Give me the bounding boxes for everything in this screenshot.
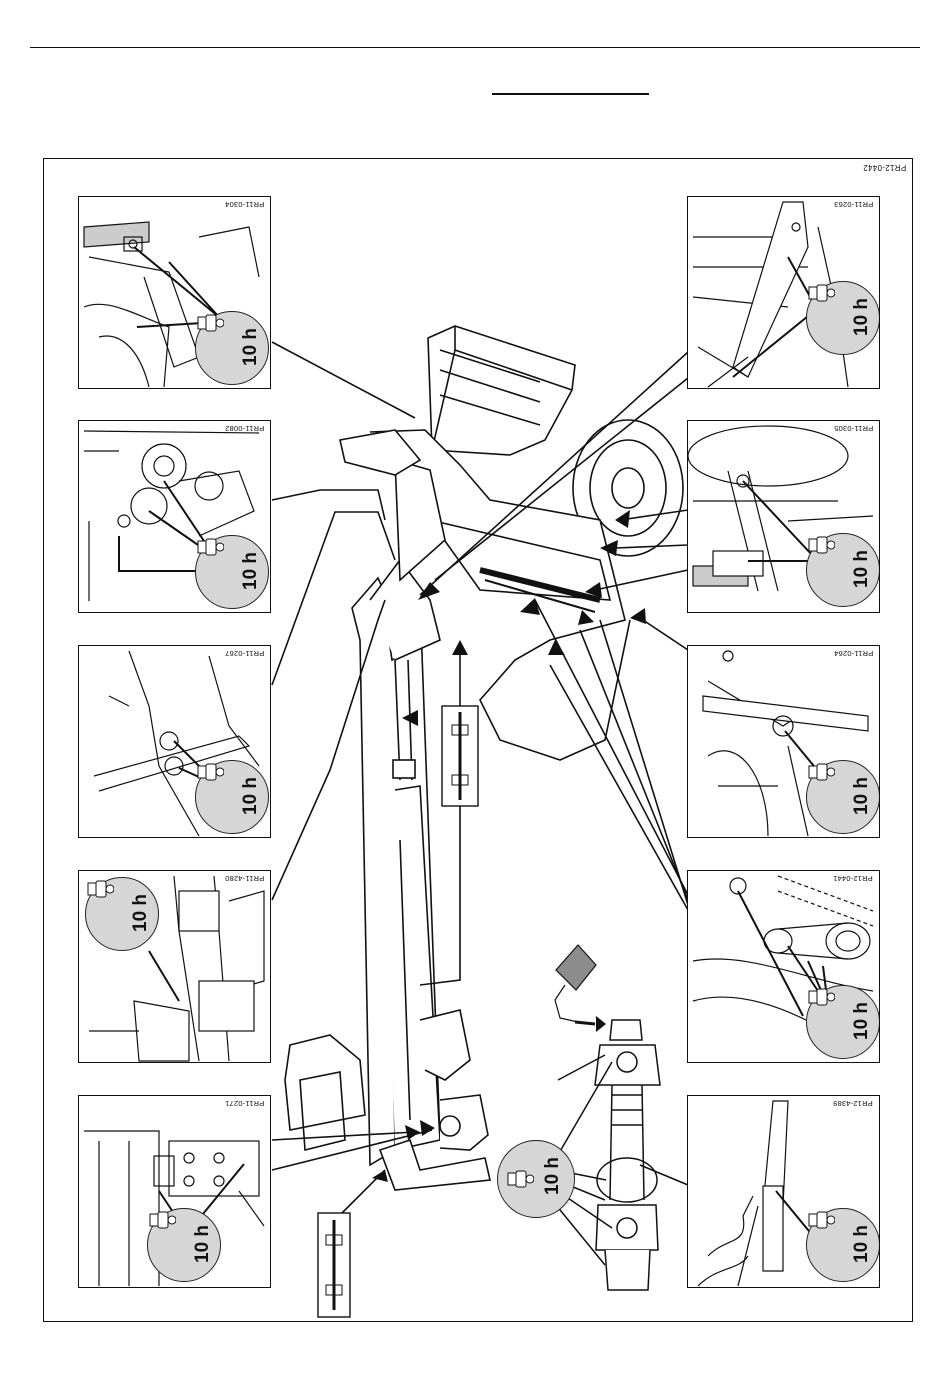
grease-nipple-icon bbox=[807, 986, 835, 1008]
interval-badge: 10 h bbox=[147, 1208, 221, 1282]
detail-panel-2: PR11-0082 10 h bbox=[78, 420, 271, 613]
interval-badge: 10 h bbox=[195, 760, 269, 834]
detail-panel-5: PR11-0271 10 h bbox=[78, 1095, 271, 1288]
interval-badge: 10 h bbox=[195, 535, 269, 609]
detail-panel-10: PR12-4389 10 h bbox=[687, 1095, 880, 1288]
interval-badge: 10 h bbox=[806, 760, 880, 834]
grease-gun-icon bbox=[555, 945, 606, 1032]
interval-badge: 10 h bbox=[806, 281, 880, 355]
interval-badge: 10 h bbox=[85, 877, 159, 951]
detail-panel-7: PR11-0305 10 h bbox=[687, 420, 880, 613]
driveshaft-interval-badge: 10 h bbox=[497, 1140, 575, 1218]
grease-nipple-icon bbox=[148, 1209, 176, 1231]
grease-nipple-icon bbox=[196, 536, 224, 558]
detail-panel-1: PR11-0304 10 h bbox=[78, 196, 271, 389]
grease-nipple-icon bbox=[807, 534, 835, 556]
interval-badge: 10 h bbox=[806, 985, 880, 1059]
detail-panel-4: PR11-4280 10 h bbox=[78, 870, 271, 1063]
detail-panel-6: PR11-0263 10 h bbox=[687, 196, 880, 389]
detail-panel-8: PR11-0264 10 h bbox=[687, 645, 880, 838]
interval-badge: 10 h bbox=[195, 311, 269, 385]
grease-nipple-icon bbox=[196, 761, 224, 783]
detail-panel-9: PR12-0441 10 h bbox=[687, 870, 880, 1063]
grease-nipple-icon bbox=[807, 282, 835, 304]
grease-nipple-icon bbox=[196, 312, 224, 334]
interval-badge: 10 h bbox=[806, 533, 880, 607]
grease-nipple-icon bbox=[807, 761, 835, 783]
grease-nipple-icon bbox=[807, 1209, 835, 1231]
grease-nipple-icon bbox=[506, 1168, 534, 1190]
interval-badge: 10 h bbox=[806, 1208, 880, 1282]
detail-panel-3: PR11-0267 10 h bbox=[78, 645, 271, 838]
grease-nipple-icon bbox=[86, 878, 114, 900]
